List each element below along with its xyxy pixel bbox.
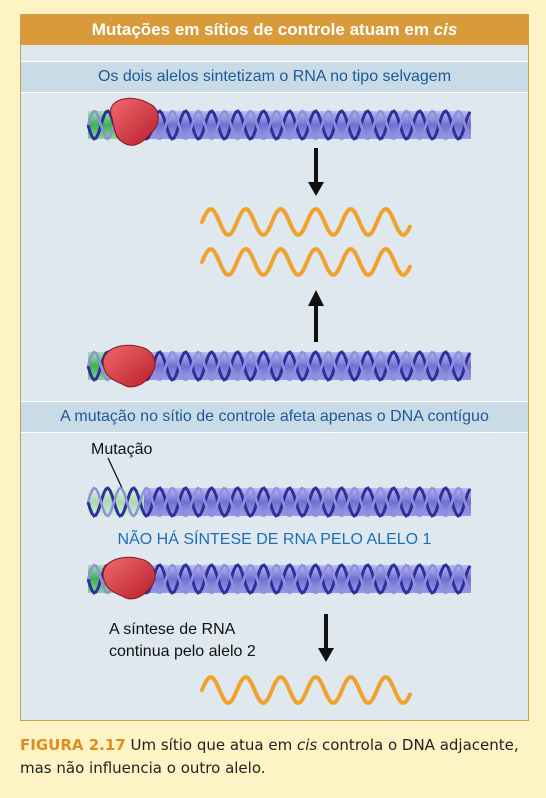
rna-polymerase-a <box>110 97 159 146</box>
arrow-down-2 <box>318 614 334 662</box>
arrow-down-1 <box>308 148 324 196</box>
figure-number: FIGURA 2.17 <box>20 736 126 754</box>
mutation-label: Mutação <box>91 441 153 458</box>
figure-caption: FIGURA 2.17 Um sítio que atua em cis con… <box>20 736 519 777</box>
synthesis-continues-line2: continua pelo alelo 2 <box>109 643 256 660</box>
dna-helix-allele-b <box>86 344 472 388</box>
rna-strand-1 <box>200 206 412 238</box>
subtitle-mutation: A mutação no sítio de controle afeta ape… <box>21 401 528 433</box>
dna-helix-allele-2 <box>86 556 472 600</box>
figure-title: Mutações em sítios de controle atuam em … <box>21 15 528 45</box>
dna-strand <box>86 486 472 518</box>
dna-strand <box>86 486 472 518</box>
rna-polymerase-b <box>102 344 156 388</box>
arrow-up-1 <box>308 290 324 342</box>
rna-strand-2 <box>200 246 412 278</box>
dna-helix-allele-a <box>86 97 472 146</box>
synthesis-continues-line1: A síntese de RNA <box>109 621 236 638</box>
mutation-pointer <box>107 457 123 489</box>
rna-strand-3 <box>200 674 412 706</box>
no-synthesis-label: NÃO HÁ SÍNTESE DE RNA PELO ALELO 1 <box>117 531 432 548</box>
dna-helix-mutated-allele <box>86 486 472 518</box>
rna-polymerase-allele-2 <box>102 556 156 600</box>
subtitle-wild-type: Os dois alelos sintetizam o RNA no tipo … <box>21 61 528 93</box>
